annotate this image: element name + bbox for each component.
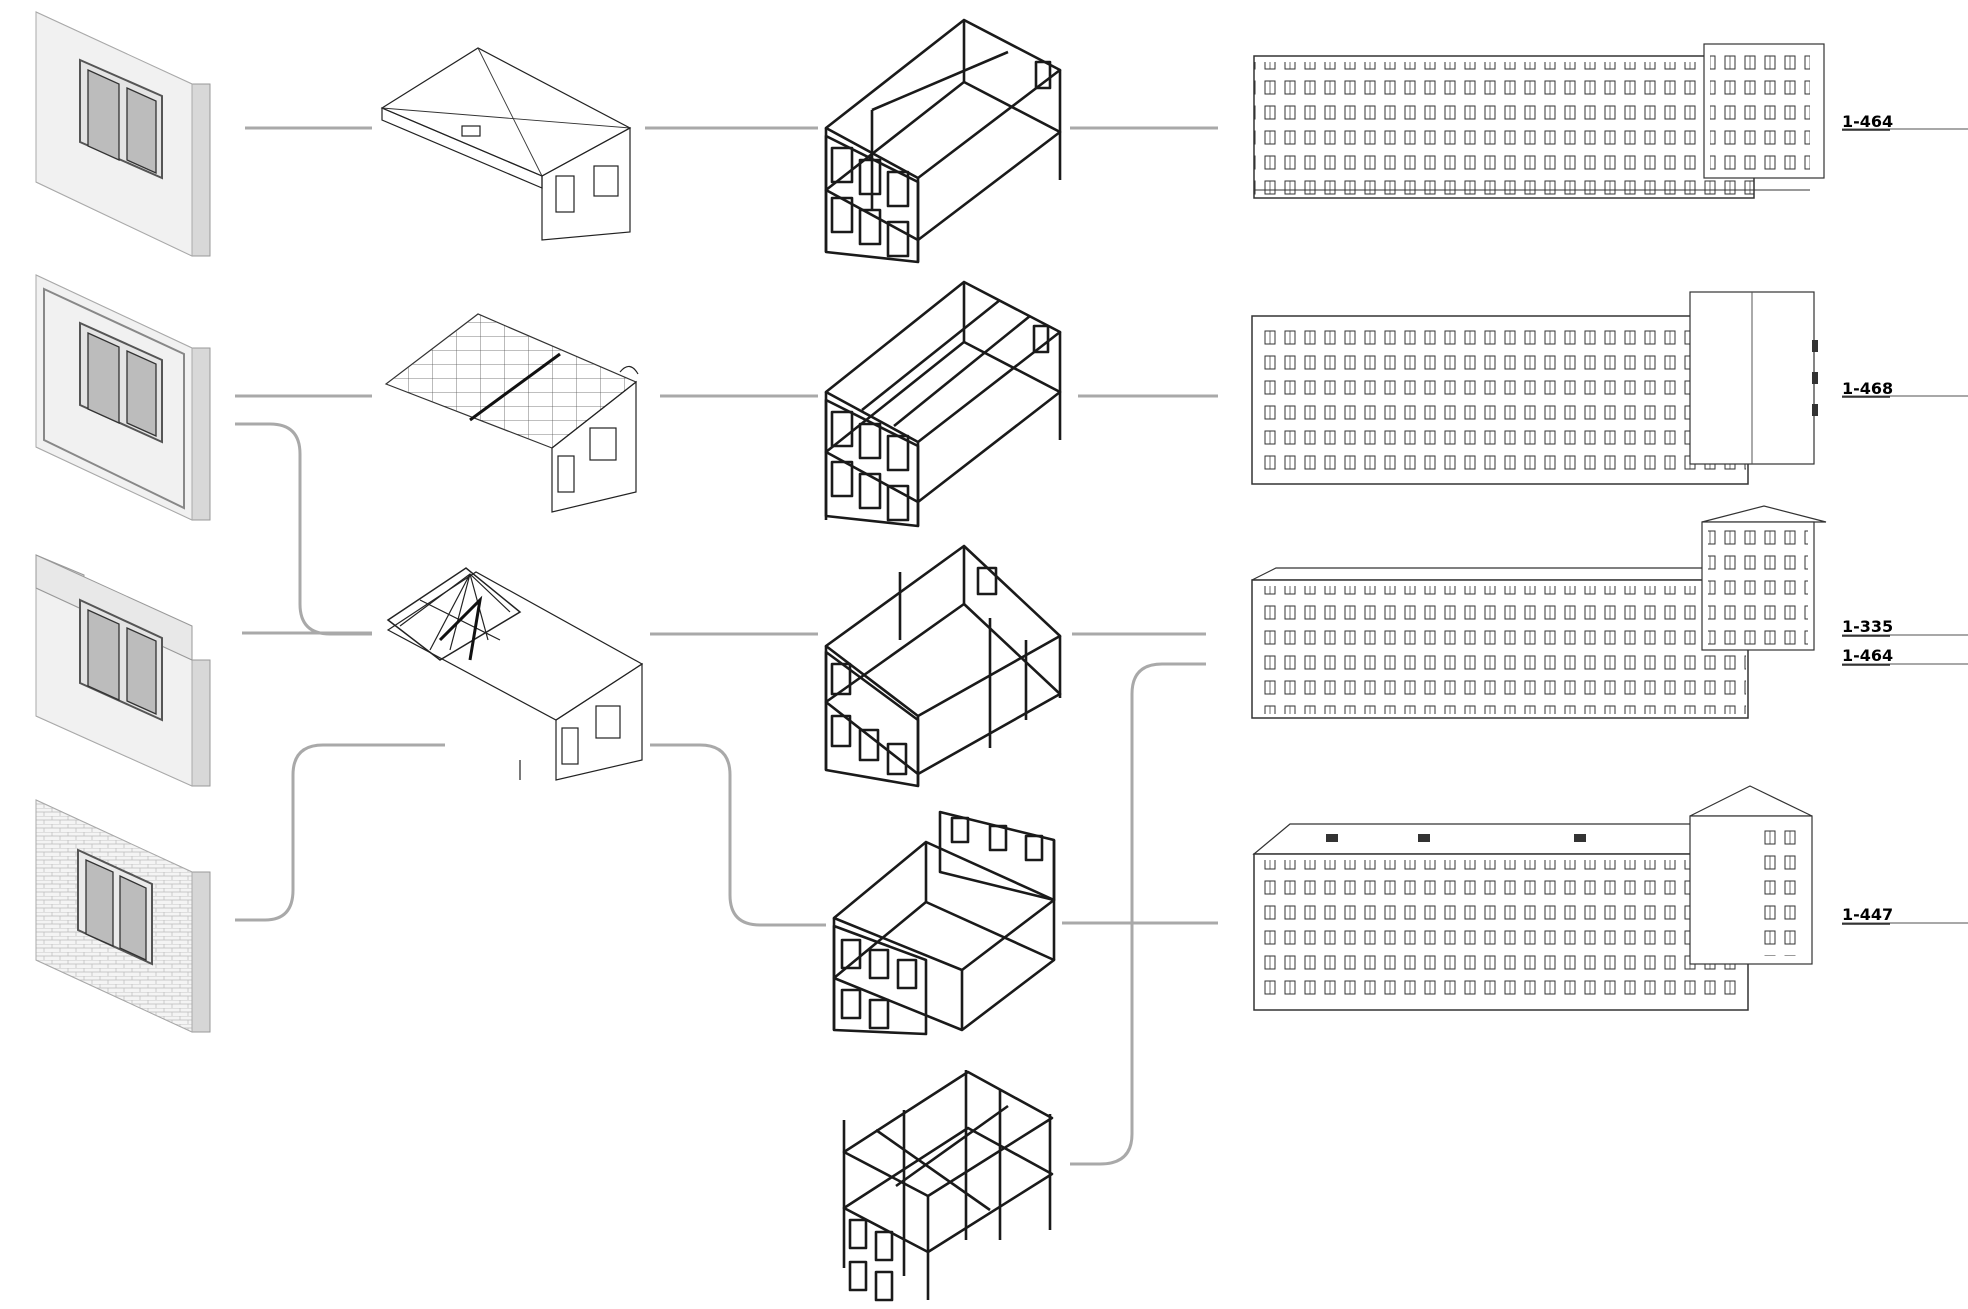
cross-wall-frame-icon bbox=[826, 20, 1060, 262]
longitudinal-wall-frame-icon bbox=[826, 282, 1060, 526]
single-layer-panel-icon bbox=[36, 12, 210, 256]
connector-panel4-roof3 bbox=[235, 745, 445, 920]
series-label-4: 1-464 bbox=[1842, 646, 1893, 665]
facade-1-468-icon bbox=[1252, 292, 1818, 484]
grid-roof-icon bbox=[386, 314, 638, 512]
connector-roof3-frame4 bbox=[650, 745, 826, 925]
stepped-panel-icon bbox=[36, 555, 210, 786]
truss-roof-icon bbox=[388, 568, 642, 780]
connectors bbox=[235, 128, 1218, 1164]
series-labels: 1-464 1-468 1-335 1-464 1-447 bbox=[1842, 112, 1968, 924]
framed-panel-icon bbox=[36, 275, 210, 520]
skeleton-frame-icon bbox=[844, 1070, 1052, 1300]
facade-1-464-icon bbox=[1254, 44, 1824, 198]
series-label-2: 1-468 bbox=[1842, 379, 1893, 398]
facade-1-447-icon bbox=[1254, 786, 1812, 1010]
brick-wall-icon bbox=[36, 800, 210, 1032]
mixed-frame-icon bbox=[834, 812, 1054, 1034]
connector-frame5-facade3 bbox=[1070, 664, 1206, 1164]
facade-1-335-icon bbox=[1252, 506, 1826, 718]
series-label-3: 1-335 bbox=[1842, 617, 1893, 636]
connector-panel2-roof3 bbox=[235, 424, 372, 634]
series-label-5: 1-447 bbox=[1842, 905, 1893, 924]
series-label-1: 1-464 bbox=[1842, 112, 1893, 131]
flat-roof-icon bbox=[382, 48, 630, 240]
column-frame-icon bbox=[826, 546, 1060, 786]
